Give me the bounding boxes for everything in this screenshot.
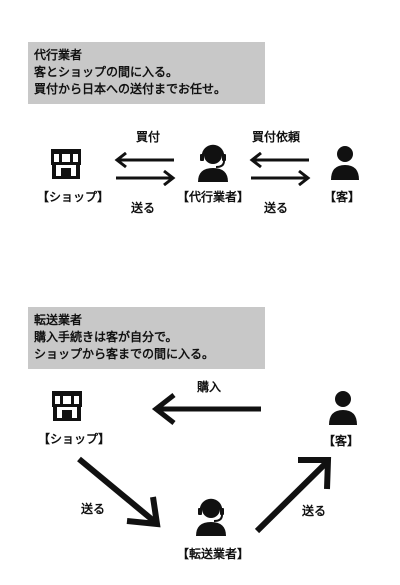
box-line: 客とショップの間に入る。	[34, 65, 179, 79]
customer-label: 【客】	[324, 190, 361, 204]
shop-icon	[49, 147, 83, 181]
shop-label: 【ショップ】	[37, 190, 110, 204]
send-label: 送る	[81, 502, 106, 516]
box-title: 代行業者	[34, 48, 83, 62]
agent-info-box: 代行業者 客とショップの間に入る。 買付から日本への送付までお任せ。	[28, 42, 265, 104]
left-arrow-icon	[148, 392, 264, 426]
buy-label: 買付	[136, 130, 161, 144]
purchase-label: 購入	[197, 380, 222, 394]
buy-request-label: 買付依頼	[252, 130, 301, 144]
down-right-arrow-icon	[75, 455, 165, 530]
send-label: 送る	[131, 201, 156, 215]
send-label: 送る	[302, 504, 327, 518]
customer-label: 【客】	[323, 434, 360, 448]
box-line: 購入手続きは客が自分で。	[34, 330, 178, 344]
exchange-arrows-icon	[247, 152, 313, 186]
agent-label: 【代行業者】	[177, 190, 250, 204]
operator-headset-icon	[193, 497, 229, 537]
shop-label: 【ショップ】	[38, 432, 111, 446]
shop-icon	[50, 389, 84, 423]
box-line: 買付から日本への送付までお任せ。	[34, 82, 227, 96]
person-icon	[329, 145, 361, 181]
box-title: 転送業者	[34, 313, 83, 327]
operator-headset-icon	[195, 143, 231, 183]
exchange-arrows-icon	[112, 152, 178, 186]
person-icon	[327, 390, 359, 426]
forwarder-info-box: 転送業者 購入手続きは客が自分で。 ショップから客までの間に入る。	[28, 307, 265, 369]
box-line: ショップから客までの間に入る。	[34, 347, 215, 361]
forwarder-label: 【転送業者】	[177, 547, 250, 561]
send-label: 送る	[264, 201, 289, 215]
up-right-arrow-icon	[253, 455, 335, 535]
